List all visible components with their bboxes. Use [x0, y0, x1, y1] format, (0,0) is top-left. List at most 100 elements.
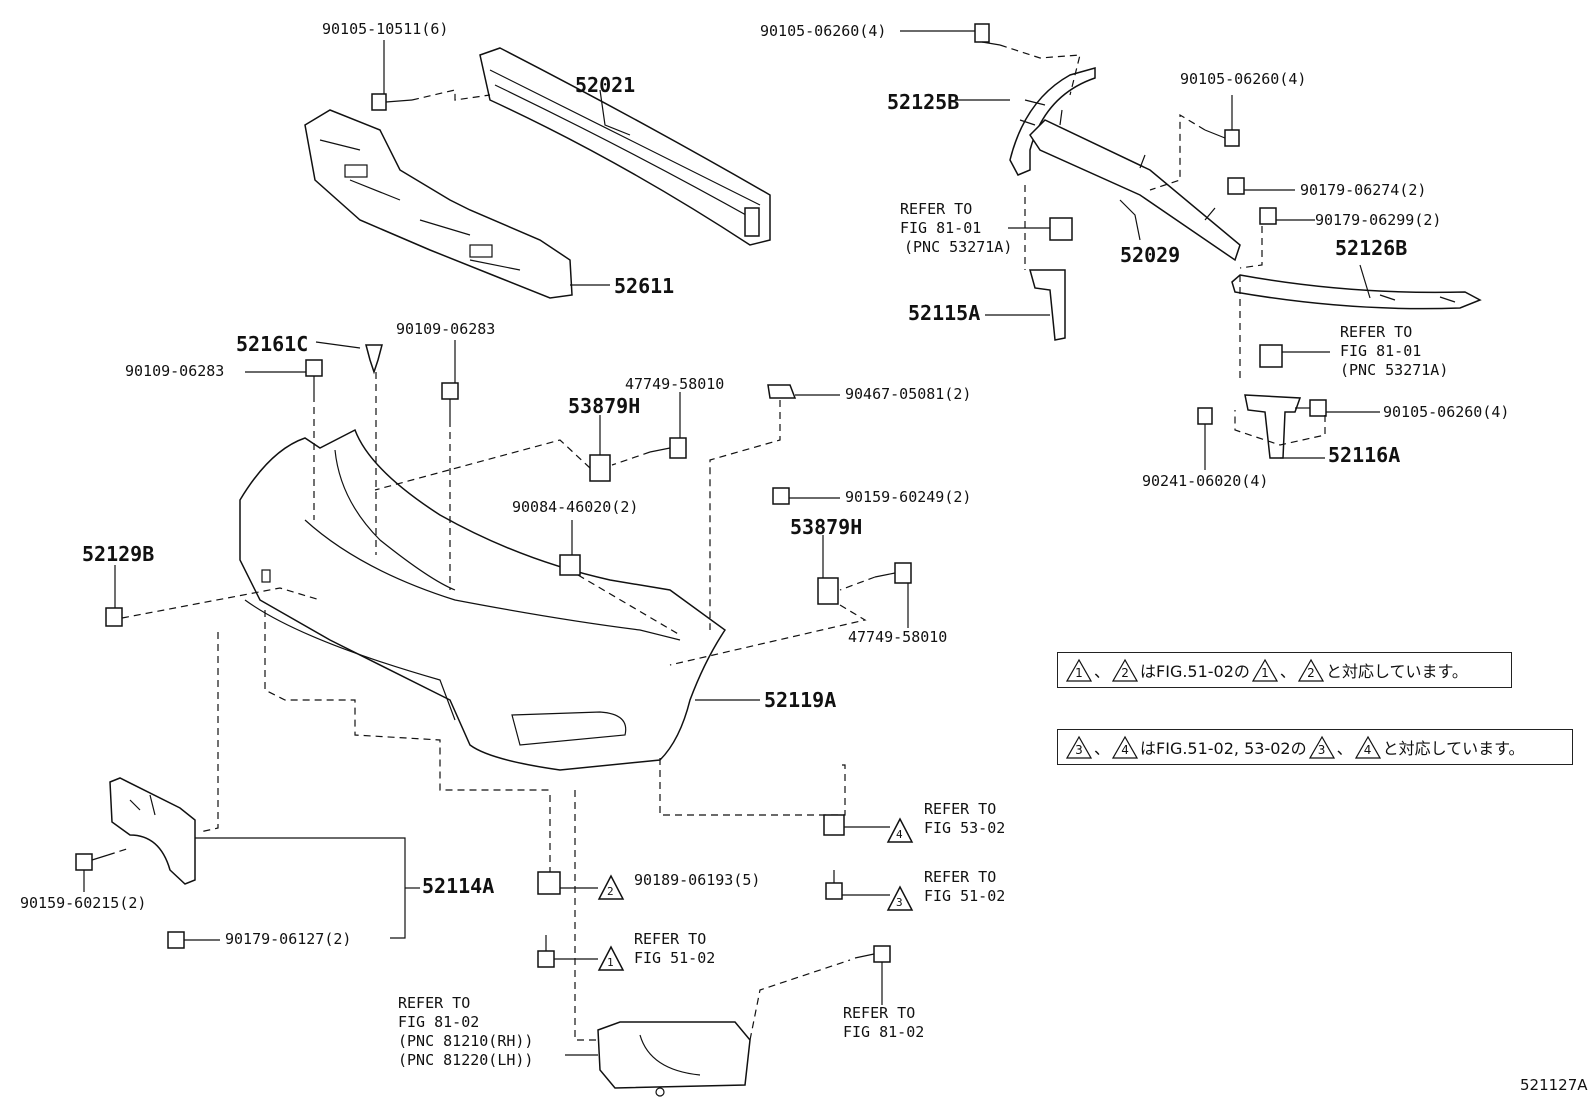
clip-53271A-a [1049, 217, 1073, 241]
bumper-absorber-52611 [304, 109, 573, 299]
part-label: 90109-06283 [396, 320, 496, 338]
note-triangle-icon: 3 [1308, 735, 1335, 759]
note-box-1: 1 、 2 はFIG.51-02の 1 、 2 と対応しています。 [1057, 652, 1512, 688]
refer-note: FIG 51-02 [634, 949, 716, 967]
part-label: 90105-06260(4) [1383, 403, 1510, 421]
clip-47749-58010-b [874, 562, 912, 584]
part-label: 90467-05081(2) [845, 385, 972, 403]
part-label: 90179-06127(2) [225, 930, 352, 948]
nut-90084-46020 [559, 554, 581, 576]
bolt-51-02-b [537, 935, 555, 968]
refer-note: REFER TO [398, 994, 471, 1012]
nut-90179-06274 [1227, 177, 1245, 195]
bolt-81-02 [854, 945, 891, 963]
bolt-90109-06283-a [305, 359, 323, 395]
note-text: はFIG.51-02, 53-02の [1140, 739, 1307, 758]
part-label: 90105-10511(6) [322, 20, 449, 38]
bracket-52129B [105, 607, 123, 627]
part-number: 52129B [82, 542, 155, 566]
callout-number-4: 4 [896, 828, 903, 841]
bracket-52116A [1244, 394, 1302, 459]
part-number: 52029 [1120, 243, 1181, 267]
bolt-90105-06260-b [1204, 129, 1240, 147]
callout-triangle-3 [886, 885, 914, 911]
note-box-2: 3 、 4 はFIG.51-02, 53-02の 3 、 4 と対応しています。 [1057, 729, 1573, 765]
nut-90467-05081 [767, 384, 797, 399]
license-bracket-52114A [109, 777, 196, 885]
bumper-cover-52119A [239, 428, 727, 771]
refer-note: FIG 51-02 [924, 887, 1006, 905]
callout-triangle-1 [597, 945, 625, 971]
clip-52161C [365, 344, 383, 375]
bolt-90105-10511 [371, 93, 413, 111]
part-label: 47749-58010 [625, 375, 725, 393]
note-text: と対応しています。 [1382, 739, 1525, 758]
refer-note: FIG 53-02 [924, 819, 1006, 837]
note-triangle-icon: 2 [1297, 658, 1324, 682]
part-number: 52161C [236, 332, 309, 356]
refer-note: (PNC 53271A) [904, 238, 1013, 256]
bumper-reinforcement-52021 [479, 47, 771, 246]
part-label: 90105-06260(4) [1180, 70, 1307, 88]
note-triangle-icon: 1 [1251, 658, 1278, 682]
retainer-52126B [1231, 274, 1482, 310]
part-label: 90179-06299(2) [1315, 211, 1442, 229]
callout-triangle-4 [886, 817, 914, 843]
note-triangle-icon: 4 [1354, 735, 1381, 759]
note-triangle-icon: 3 [1066, 735, 1092, 759]
refer-note: REFER TO [900, 200, 973, 218]
refer-note: (PNC 81210(RH)) [398, 1032, 534, 1050]
nut-90179-06299 [1259, 207, 1277, 225]
part-number: 52115A [908, 301, 981, 325]
clip-47749-58010-a [649, 437, 687, 459]
note-text: 、 [1094, 739, 1111, 758]
callout-number-3: 3 [896, 896, 903, 909]
part-number: 53879H [790, 515, 863, 539]
note-text: 、 [1279, 662, 1296, 681]
part-label: 90109-06283 [125, 362, 225, 380]
part-number: 52125B [887, 90, 960, 114]
note-text: と対応しています。 [1325, 662, 1468, 681]
callout-triangle-2 [597, 874, 625, 900]
note-text: 、 [1094, 662, 1111, 681]
refer-note: REFER TO [843, 1004, 916, 1022]
illustration-number: 521127A [1520, 1076, 1588, 1094]
part-number: 52114A [422, 874, 495, 898]
part-label: 90084-46020(2) [512, 498, 639, 516]
refer-note: FIG 81-02 [398, 1013, 480, 1031]
note-triangle-icon: 4 [1112, 735, 1139, 759]
part-number: 53879H [568, 394, 641, 418]
part-number: 52116A [1328, 443, 1401, 467]
note-text: はFIG.51-02の [1140, 662, 1250, 681]
note-triangle-icon: 1 [1066, 658, 1092, 682]
support-52029 [1029, 109, 1241, 262]
part-label: 90189-06193(5) [634, 871, 761, 889]
nut-90179-06127 [167, 931, 185, 949]
part-number: 52126B [1335, 236, 1408, 260]
clip-53-02 [823, 814, 845, 836]
refer-note: (PNC 81220(LH)) [398, 1051, 534, 1069]
refer-note: FIG 81-01 [900, 219, 982, 237]
part-label: 90105-06260(4) [760, 22, 887, 40]
part-label: 90241-06020(4) [1142, 472, 1269, 490]
callout-number-1: 1 [607, 956, 614, 969]
part-number: 52021 [575, 73, 636, 97]
note-text: 、 [1336, 739, 1353, 758]
refer-note: REFER TO [1340, 323, 1413, 341]
note-triangle-icon: 2 [1112, 658, 1139, 682]
refer-note: (PNC 53271A) [1340, 361, 1449, 379]
refer-note: REFER TO [924, 800, 997, 818]
part-label: 90159-60215(2) [20, 894, 147, 912]
refer-note: FIG 81-02 [843, 1023, 925, 1041]
refer-note: FIG 81-01 [1340, 342, 1422, 360]
bolt-90109-06283-b [441, 382, 459, 420]
nut-90189-06193 [537, 871, 561, 895]
retainer-53879H-a [589, 454, 611, 482]
bolt-90159-60249 [772, 487, 790, 505]
part-number: 52119A [764, 688, 837, 712]
part-number: 52611 [614, 274, 675, 298]
bolt-90105-06260-c [1295, 399, 1327, 417]
callout-number-2: 2 [607, 885, 614, 898]
